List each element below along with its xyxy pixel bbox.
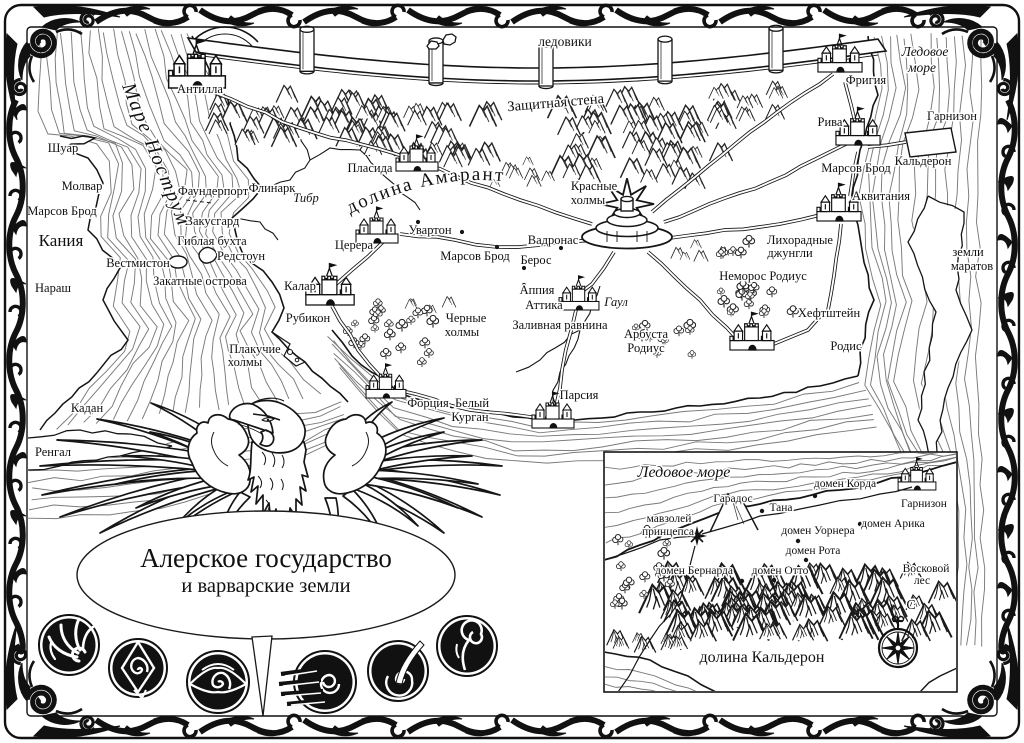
svg-text:Антилла: Антилла — [177, 82, 223, 96]
svg-text:земли: земли — [952, 245, 984, 259]
svg-text:Лихорадные: Лихорадные — [767, 233, 833, 247]
svg-text:домен Арика: домен Арика — [861, 518, 925, 530]
svg-text:Рубикон: Рубикон — [286, 311, 331, 325]
svg-text:долина Кальдерон: долина Кальдерон — [700, 649, 825, 666]
svg-text:Аттика: Аттика — [525, 298, 563, 312]
svg-text:Гарнизон: Гарнизон — [927, 109, 977, 123]
svg-text:Тана: Тана — [769, 502, 792, 514]
svg-text:домен Рота: домен Рота — [786, 545, 841, 557]
svg-text:Черные: Черные — [446, 311, 487, 325]
svg-text:Тибр: Тибр — [293, 191, 318, 205]
svg-text:Парсия: Парсия — [560, 388, 599, 402]
svg-text:мавзолей: мавзолей — [647, 513, 692, 525]
svg-text:Гарадос: Гарадос — [713, 493, 752, 505]
svg-text:Кания: Кания — [39, 231, 84, 250]
svg-text:ледовики: ледовики — [538, 34, 592, 49]
svg-text:Вакусгард: Вакусгард — [185, 214, 240, 228]
svg-text:Закатные острова: Закатные острова — [153, 274, 247, 288]
svg-text:холмы: холмы — [445, 325, 480, 339]
svg-text:Белый: Белый — [455, 396, 489, 410]
svg-text:Гиблая бухта: Гиблая бухта — [177, 234, 247, 248]
svg-text:Восковой: Восковой — [903, 563, 950, 575]
svg-text:Калар: Калар — [284, 279, 316, 293]
svg-text:Родис: Родис — [830, 339, 862, 353]
svg-text:Гаул: Гаул — [603, 295, 628, 309]
svg-text:домен Уорнера: домен Уорнера — [781, 525, 854, 537]
svg-text:и варварские земли: и варварские земли — [181, 575, 350, 597]
svg-text:Алерское государство: Алерское государство — [140, 543, 392, 573]
svg-text:Вестмистон: Вестмистон — [106, 256, 170, 270]
svg-text:домен Корда: домен Корда — [814, 478, 876, 490]
svg-text:Берос: Берос — [520, 253, 552, 267]
svg-text:Неморос Родиус: Неморос Родиус — [719, 269, 807, 283]
svg-text:Красные: Красные — [571, 179, 618, 193]
svg-text:Ледовое: Ледовое — [901, 44, 949, 59]
svg-text:маратов: маратов — [951, 259, 993, 273]
svg-text:море: море — [907, 60, 936, 75]
svg-text:джунгли: джунгли — [767, 246, 813, 260]
svg-text:Заливная равнина: Заливная равнина — [512, 318, 608, 332]
svg-text:Курган: Курган — [451, 410, 489, 424]
svg-text:Марсов Брод: Марсов Брод — [440, 249, 510, 263]
svg-text:Фаундерпорт: Фаундерпорт — [178, 184, 249, 198]
svg-text:Аппия: Аппия — [520, 283, 555, 297]
svg-text:Шуар: Шуар — [48, 141, 79, 155]
svg-text:холмы: холмы — [228, 355, 263, 369]
svg-text:Молвар: Молвар — [62, 179, 103, 193]
svg-text:Гарнизон: Гарнизон — [901, 498, 947, 510]
svg-text:Нараш: Нараш — [35, 281, 71, 295]
svg-text:Флинарк: Флинарк — [249, 181, 297, 195]
svg-text:домен Отто: домен Отто — [752, 565, 809, 577]
svg-text:Кальдерон: Кальдерон — [895, 154, 952, 168]
svg-text:лес: лес — [914, 575, 930, 587]
svg-text:Редстоун: Редстоун — [217, 249, 265, 263]
svg-text:домен Бернарда: домен Бернарда — [655, 565, 733, 577]
svg-text:Пласида: Пласида — [348, 161, 393, 175]
svg-text:Ренгал: Ренгал — [35, 445, 71, 459]
svg-text:Вадронас: Вадронас — [528, 233, 579, 247]
svg-text:Арбуста: Арбуста — [624, 327, 669, 341]
svg-text:Кадан: Кадан — [71, 401, 104, 415]
svg-text:холмы: холмы — [571, 193, 606, 207]
svg-text:Ледовое море: Ледовое море — [637, 464, 731, 481]
svg-text:принцепса: принцепса — [642, 526, 694, 538]
svg-text:Увартон: Увартон — [408, 223, 451, 237]
svg-text:Фригия: Фригия — [846, 73, 887, 87]
svg-text:Церера: Церера — [335, 238, 374, 252]
svg-text:Марсов Брод: Марсов Брод — [821, 161, 891, 175]
svg-text:Аквитания: Аквитания — [852, 189, 910, 203]
svg-text:Форция: Форция — [407, 396, 449, 410]
svg-text:С: С — [906, 598, 915, 613]
svg-text:Рива: Рива — [818, 115, 843, 129]
svg-text:Хефтштейн: Хефтштейн — [798, 306, 861, 320]
svg-text:Марсов Брод: Марсов Брод — [27, 204, 97, 218]
svg-text:Родиус: Родиус — [627, 341, 665, 355]
svg-text:Плакучие: Плакучие — [229, 342, 281, 356]
